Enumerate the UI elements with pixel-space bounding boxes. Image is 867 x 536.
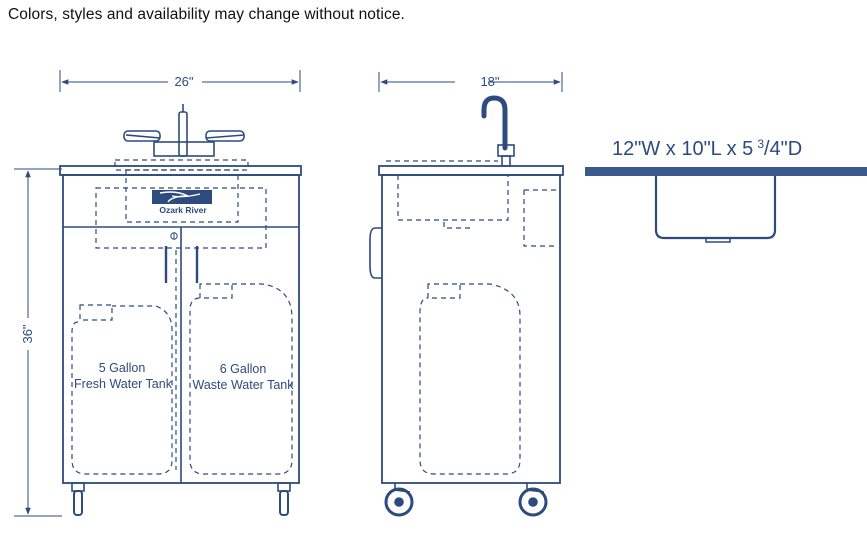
brand-logo <box>152 190 212 204</box>
brand-name: Ozark River <box>159 205 207 215</box>
side-view <box>369 72 564 517</box>
basin-dims-fraction-num: 3 <box>757 137 764 151</box>
notice-text: Colors, styles and availability may chan… <box>8 6 405 23</box>
counter-slab <box>585 167 867 176</box>
side-width-label: 18" <box>480 74 499 89</box>
fresh-tank-capacity: 5 Gallon <box>99 361 146 375</box>
front-width-label: 26" <box>174 74 193 89</box>
waste-tank-label: Waste Water Tank <box>193 378 295 392</box>
basin-dims-fraction-rest: /4"D <box>764 138 802 160</box>
side-hidden-lines <box>386 160 558 475</box>
basin-dims-main: 12"W x 10"L x 5 <box>612 138 753 160</box>
front-hidden-lines <box>71 159 293 475</box>
basin-section <box>585 167 867 243</box>
front-height-label: 36" <box>20 324 35 343</box>
fresh-tank-label: Fresh Water Tank <box>74 377 173 391</box>
front-view <box>14 70 302 517</box>
waste-tank-capacity: 6 Gallon <box>220 362 267 376</box>
basin-dimensions: 12"W x 10"L x 5 3/4"D <box>612 137 802 160</box>
